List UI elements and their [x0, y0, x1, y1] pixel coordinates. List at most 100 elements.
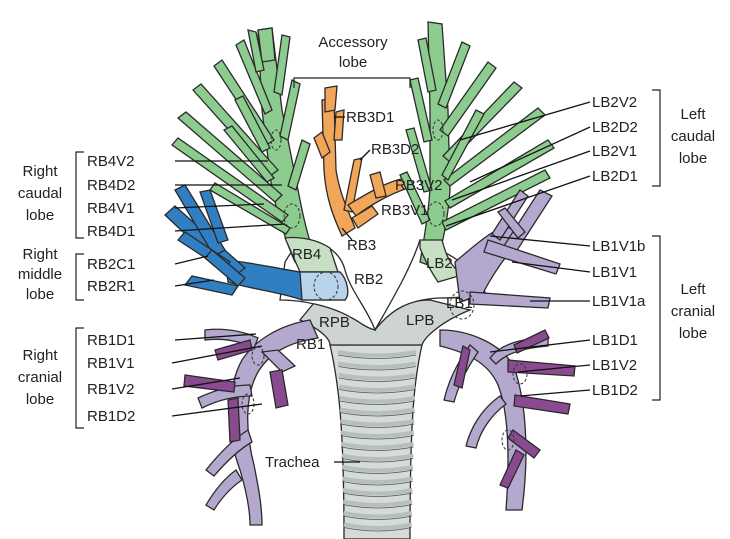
- label-rb3v2: RB3V2: [395, 177, 443, 194]
- rb3v1-branch: [351, 205, 379, 229]
- rb4-branch-12: [222, 125, 275, 183]
- label-rb1d2: RB1D2: [87, 408, 135, 425]
- label-lb2: LB2: [426, 255, 453, 272]
- rb2r1-leader: [174, 279, 215, 287]
- trachea-ring: [343, 511, 413, 519]
- label-lpb: LPB: [406, 312, 434, 329]
- trachea-ring-edge: [341, 458, 414, 463]
- left-caudal-lobe-line3: lobe: [679, 150, 707, 167]
- left-caudal-lobe-branches: [399, 21, 555, 269]
- label-lb2d1: LB2D1: [592, 168, 638, 185]
- lb2-upper-oval: [432, 119, 444, 141]
- left-cranial-bracket: [652, 235, 661, 401]
- right-middle-bracket: [75, 253, 84, 301]
- rb4-branch-4: [176, 111, 283, 203]
- lb2d1-leader: [445, 175, 591, 227]
- trachea-ring: [342, 476, 414, 484]
- trachea-ring: [339, 396, 416, 404]
- trachea-ring-edge: [337, 354, 417, 359]
- lb2-branch-9: [405, 127, 433, 193]
- accessory-lobe-line2: lobe: [339, 54, 367, 71]
- lb1-dark-left: [453, 345, 471, 389]
- rb4-branch-5: [171, 137, 289, 223]
- rb4v1-leader: [174, 203, 265, 209]
- label-lb1v1a: LB1V1a: [592, 293, 646, 310]
- accessory-bracket: [293, 77, 411, 88]
- label-rb4d1: RB4D1: [87, 223, 135, 240]
- rb4-origin-oval: [283, 203, 301, 229]
- lb1-origin-oval: [449, 290, 475, 320]
- lb2-base: [419, 239, 464, 283]
- trachea-ring-edge: [339, 400, 415, 405]
- right-middle-lobe-line2: middle: [18, 266, 62, 283]
- right-middle-lobe-line3: lobe: [26, 286, 54, 303]
- leader-lines: [171, 101, 591, 463]
- trachea-ring-edge: [338, 366, 416, 371]
- label-rb3: RB3: [347, 237, 376, 254]
- rb1-lower-oval: [241, 393, 255, 415]
- label-rpb: RPB: [319, 314, 350, 331]
- trachea-ring: [338, 361, 417, 369]
- lb1-branch-left-low: [465, 395, 507, 449]
- label-rb1v1: RB1V1: [87, 355, 135, 372]
- label-rb1v2: RB1V2: [87, 381, 135, 398]
- label-rb1d1: RB1D1: [87, 332, 135, 349]
- trachea-ring: [337, 350, 417, 358]
- lb1d2-oval: [512, 363, 528, 385]
- rb2c1-leader: [174, 255, 209, 265]
- rb4-branch-10: [287, 139, 311, 191]
- rb2-branch-6: [204, 249, 246, 287]
- rb3d2-branch: [343, 157, 363, 213]
- lb1-dark-bottom: [499, 449, 525, 489]
- rb2-branch-2: [174, 184, 226, 257]
- trachea-ring-edge: [340, 435, 414, 440]
- label-rb2r1: RB2R1: [87, 278, 135, 295]
- rb1d2-leader: [171, 403, 263, 417]
- lb1-lower-oval: [501, 429, 515, 451]
- lb1d2-dark: [513, 394, 571, 415]
- rb3d1-branch: [324, 85, 338, 113]
- rb3d2-leader: [359, 149, 371, 161]
- lb1-branch-e: [497, 207, 526, 239]
- rb1-dark-4: [269, 369, 289, 409]
- lb1d2-leader: [519, 389, 591, 397]
- rb4d1-leader: [174, 223, 286, 232]
- left-caudal-lobe-line2: caudal: [671, 128, 715, 145]
- label-rb4v2: RB4V2: [87, 153, 135, 170]
- rb4-branch-8: [273, 34, 291, 96]
- trachea-ring-edge: [341, 469, 414, 474]
- rb4-branch-11: [234, 95, 271, 153]
- label-rb3d1: RB3D1: [346, 109, 394, 126]
- lb2-branch-11: [441, 109, 485, 182]
- label-lb2d2: LB2D2: [592, 119, 638, 136]
- trachea-ring: [338, 373, 416, 381]
- right-caudal-lobe-line1: Right: [22, 163, 58, 180]
- lb2v2-leader: [459, 101, 591, 141]
- accessory-lobe-branches: [313, 85, 409, 237]
- trachea-ring: [340, 430, 415, 438]
- rb4-branch-7: [247, 29, 265, 73]
- accessory-lobe-line1: Accessory: [318, 34, 388, 51]
- label-lb1v1b: LB1V1b: [592, 238, 645, 255]
- lb2-branch-8: [409, 77, 433, 143]
- rb4-base: [284, 236, 339, 273]
- branch-labels: RB4V2 RB4D2 RB4V1 RB4D1 RB2C1 RB2R1 RB1D…: [87, 94, 646, 471]
- label-lb1d1: LB1D1: [592, 332, 638, 349]
- right-caudal-lobe-line3: lobe: [26, 207, 54, 224]
- rb4-branch-9: [279, 79, 301, 141]
- rb2-branch-3: [199, 189, 229, 244]
- left-caudal-bracket: [652, 89, 661, 187]
- group-labels: Accessory lobe Right caudal lobe Right m…: [18, 34, 715, 408]
- label-lb1v2: LB1V2: [592, 357, 637, 374]
- rb1-trunk: [229, 319, 319, 526]
- lb1v1b-leader: [489, 235, 591, 247]
- rb2-origin-oval: [313, 271, 339, 301]
- label-rb3d2: RB3D2: [371, 141, 419, 158]
- trachea-rings: [337, 350, 417, 532]
- rb1d1-leader: [174, 333, 257, 341]
- lb2-branch-1: [437, 41, 471, 109]
- rb1-dark-3: [227, 397, 241, 443]
- right-cranial-lobe-line3: lobe: [26, 391, 54, 408]
